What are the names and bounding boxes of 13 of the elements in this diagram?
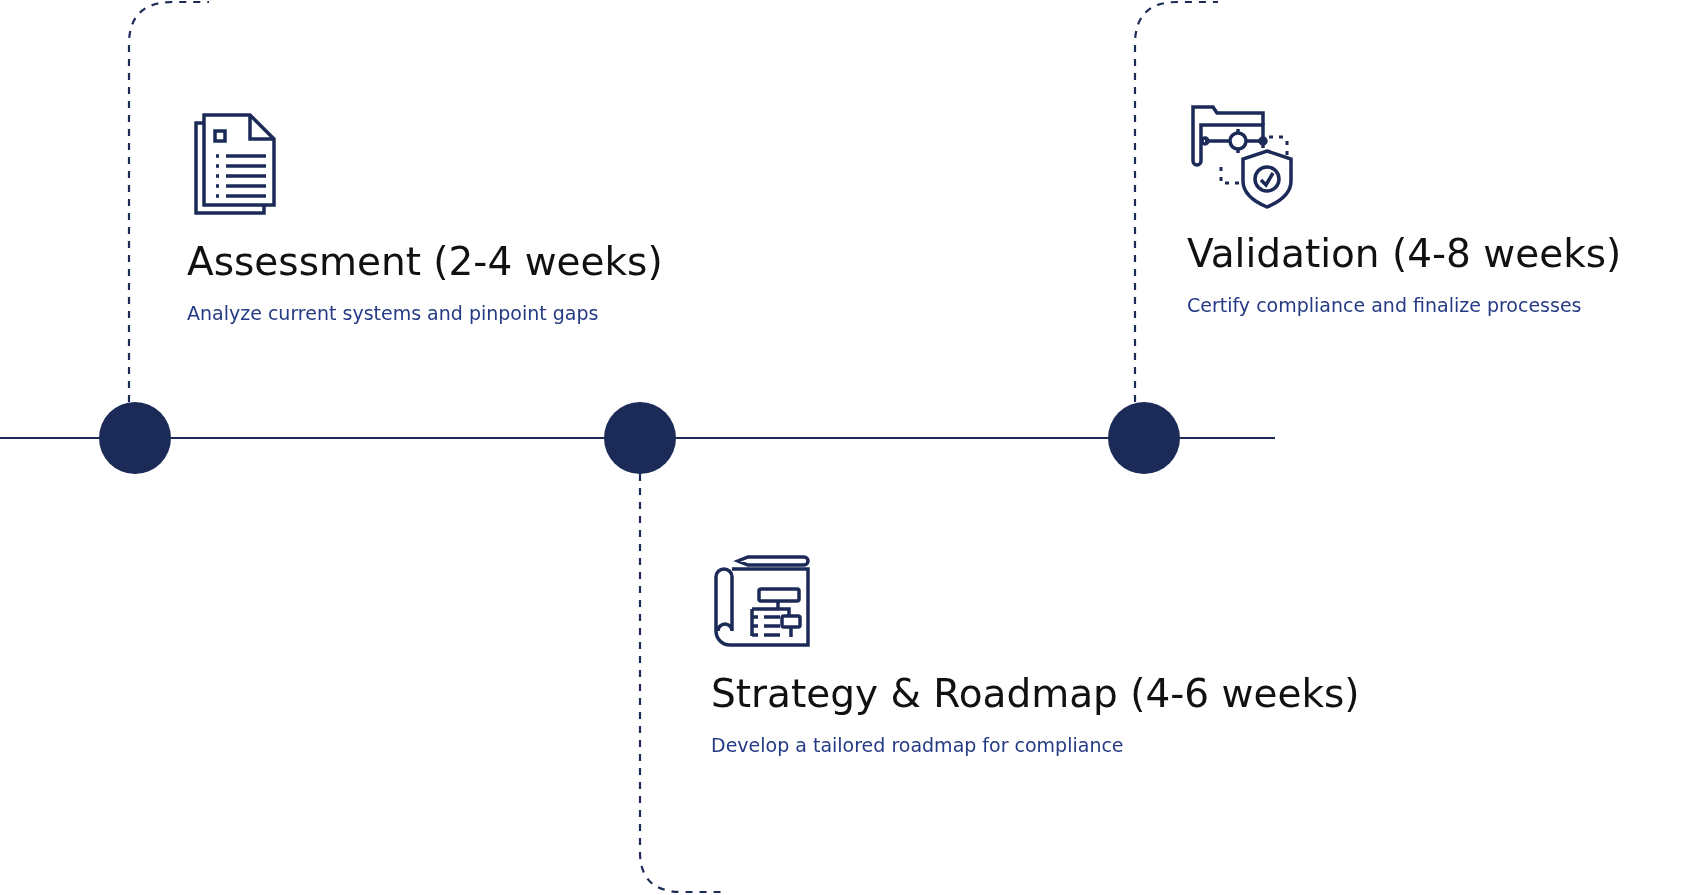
dashed-connector: [638, 474, 722, 894]
timeline-line: [0, 436, 99, 440]
phase-title: Validation (4-8 weeks): [1187, 231, 1622, 278]
phase-description: Develop a tailored roadmap for compliance: [711, 733, 1125, 756]
phase-description: Analyze current systems and pinpoint gaps: [187, 301, 600, 324]
dashed-connector: [1133, 0, 1218, 402]
timeline-line: [171, 436, 604, 440]
timeline-line: [1180, 436, 1275, 440]
timeline-line: [676, 436, 1108, 440]
phase-description: Certify compliance and finalize processes: [1187, 293, 1583, 316]
phase-title: Assessment (2-4 weeks): [187, 239, 663, 286]
phase-title: Strategy & Roadmap (4-6 weeks): [711, 671, 1360, 718]
dashed-connector: [127, 0, 209, 402]
